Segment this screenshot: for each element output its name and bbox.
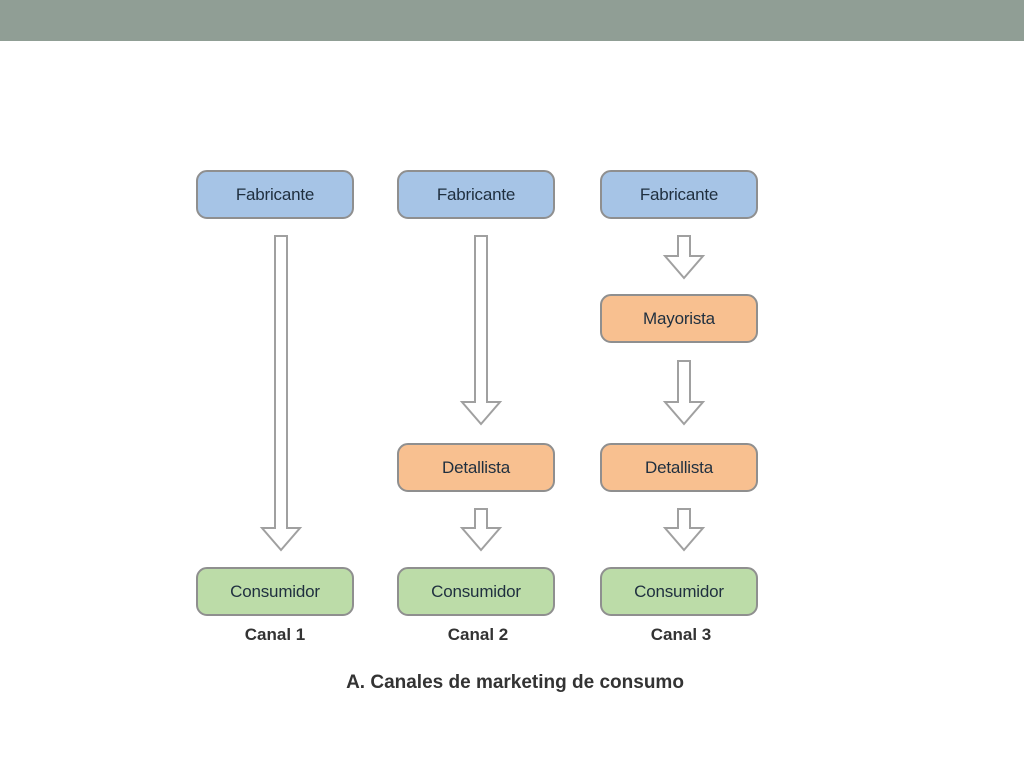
canal-3-down-arrow-icon-2 [662, 360, 706, 426]
canal-1-label: Canal 1 [244, 625, 306, 644]
canal-2-fabricante-box: Fabricante [397, 170, 555, 219]
canal-2-down-arrow-icon-2 [459, 508, 503, 552]
top-bar [0, 0, 1024, 41]
canal-3-fabricante-label: Fabricante [639, 184, 719, 204]
canal-3-mayorista-box: Mayorista [600, 294, 758, 343]
canal-3-detallista-label: Detallista [645, 457, 713, 477]
canal-3-consumidor-label: Consumidor [634, 581, 724, 601]
canal-3-label: Canal 3 [650, 625, 712, 644]
canal-1-fabricante-box: Fabricante [196, 170, 354, 219]
canal-3-detallista-box: Detallista [600, 443, 758, 492]
canal-2-consumidor-box: Consumidor [397, 567, 555, 616]
canal-3-consumidor-box: Consumidor [600, 567, 758, 616]
canal-1-fabricante-label: Fabricante [235, 184, 315, 204]
canal-3-fabricante-box: Fabricante [600, 170, 758, 219]
canal-2-fabricante-label: Fabricante [436, 184, 516, 204]
canal-3-mayorista-label: Mayorista [643, 308, 715, 328]
canal-2-consumidor-label: Consumidor [431, 581, 521, 601]
canal-1-consumidor-box: Consumidor [196, 567, 354, 616]
canal-1-down-arrow-icon [259, 235, 303, 552]
canal-2-detallista-label: Detallista [442, 457, 510, 477]
canal-1-consumidor-label: Consumidor [230, 581, 320, 601]
canal-3-down-arrow-icon-3 [662, 508, 706, 552]
diagram-caption: A. Canales de marketing de consumo [346, 672, 684, 693]
canal-2-label: Canal 2 [447, 625, 509, 644]
canal-3-down-arrow-icon-1 [662, 235, 706, 280]
canal-2-down-arrow-icon-1 [459, 235, 503, 426]
canal-2-detallista-box: Detallista [397, 443, 555, 492]
